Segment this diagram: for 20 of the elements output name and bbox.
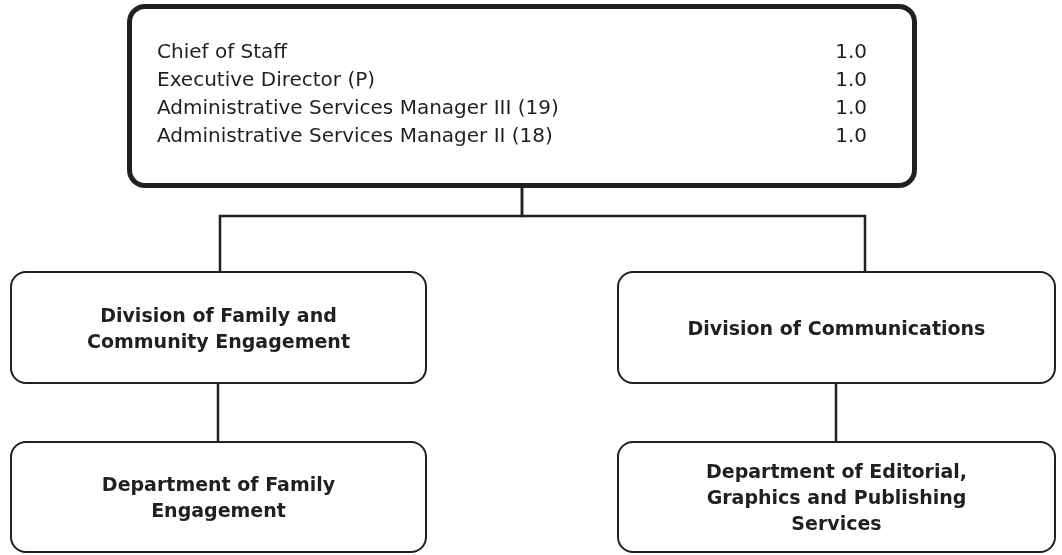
connector-line — [520, 188, 867, 271]
unit-name: Division of Communications — [687, 315, 986, 341]
position-title: Administrative Services Manager II (18) — [157, 122, 554, 149]
division-box — [10, 271, 427, 384]
position-title: Administrative Services Manager III (19) — [157, 94, 560, 121]
division-box — [617, 271, 1056, 384]
fte-value: 1.0 — [835, 122, 867, 149]
position-title: Executive Director (P) — [157, 66, 377, 93]
position-title: Chief of Staff — [157, 38, 289, 65]
fte-value: 1.0 — [835, 38, 867, 65]
connector-line — [834, 384, 838, 441]
department-box — [617, 441, 1056, 553]
connector-line — [216, 384, 220, 441]
department-box — [10, 441, 427, 553]
fte-value: 1.0 — [835, 66, 867, 93]
staff-box — [127, 4, 917, 188]
unit-name: Department of Editorial, Graphics and Publishing Services — [704, 459, 968, 536]
unit-name: Division of Family and Community Engagement — [86, 302, 351, 354]
unit-name: Department of Family Engagement — [100, 472, 337, 523]
fte-value: 1.0 — [835, 94, 867, 121]
